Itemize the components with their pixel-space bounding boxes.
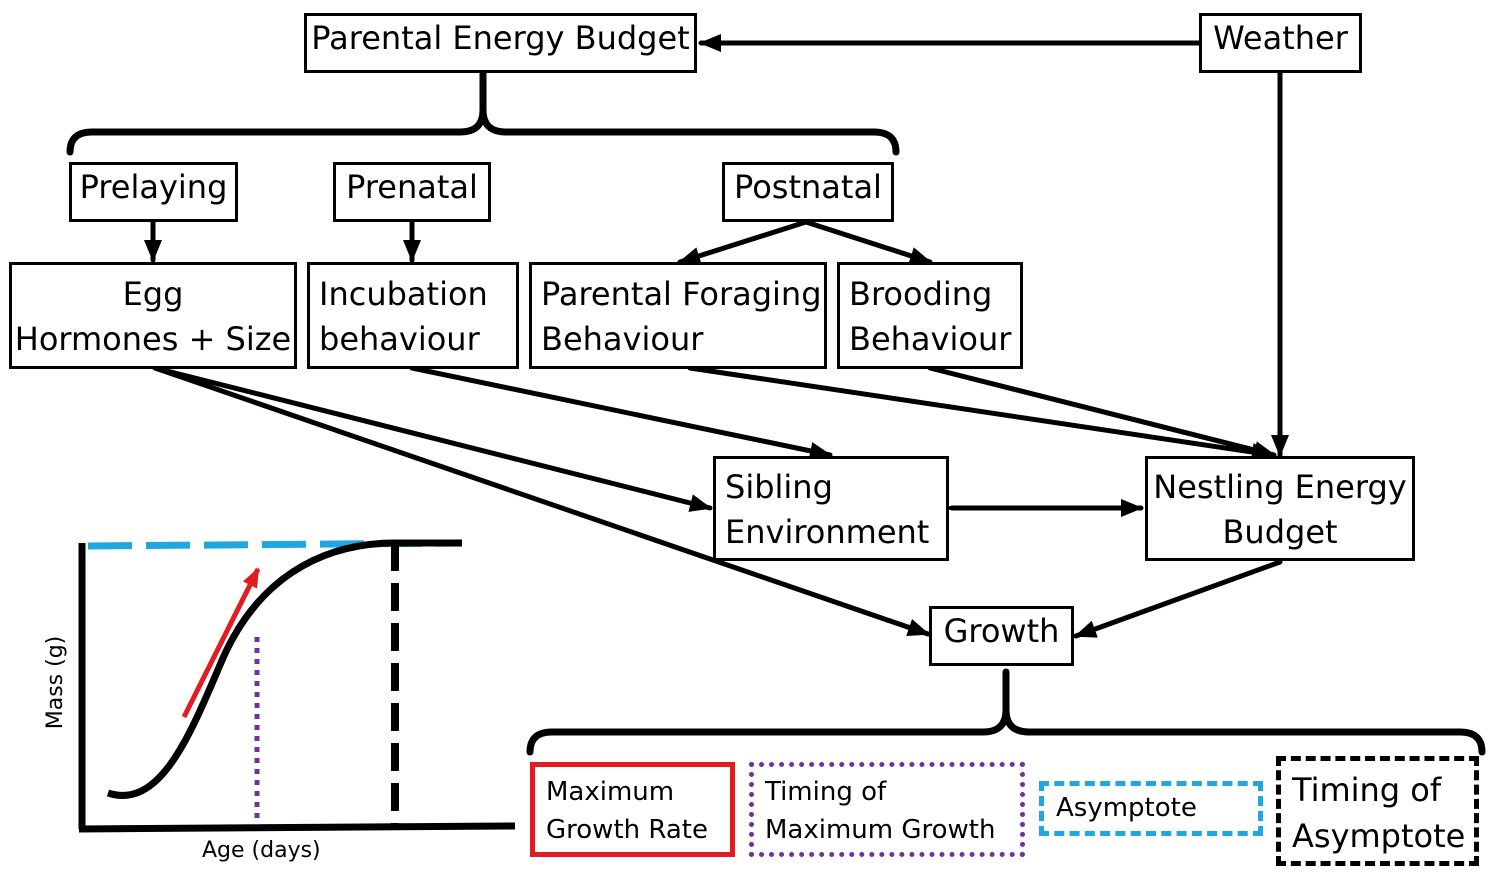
arrow-nestling-to-growth (1073, 559, 1283, 639)
weather-label: Weather (1213, 19, 1348, 57)
arrow-postnatal-to-brooding (803, 219, 933, 265)
nestling-energy-budget-label-line2: Budget (1222, 513, 1338, 551)
parental-energy-budget-label: Parental Energy Budget (311, 19, 690, 57)
nestling-energy-budget-box: Nestling Energy Budget (1145, 456, 1415, 561)
inset-growth-curve (106, 539, 462, 799)
egg-label-line1: Egg (122, 275, 184, 313)
timing-of-asymptote-label-line2: Asymptote (1292, 817, 1466, 855)
timing-of-maximum-growth-label-line2: Maximum Growth (765, 815, 996, 845)
inset-growth-chart (78, 539, 516, 833)
incubation-label-line1: Incubation (319, 275, 488, 313)
parental-foraging-label-line1: Parental Foraging (541, 275, 822, 313)
arrow-postnatal-to-foraging (677, 219, 809, 265)
arrow-incubation-to-sibling (409, 365, 833, 460)
sibling-environment-label-line2: Environment (725, 513, 930, 551)
postnatal-box: Postnatal (722, 162, 894, 222)
incubation-box: Incubation behaviour (307, 262, 519, 369)
prelaying-box: Prelaying (69, 162, 238, 222)
arrow-foraging-to-nestling (687, 365, 1275, 461)
timing-of-asymptote-label-line1: Timing of (1292, 771, 1442, 809)
sibling-environment-box: Sibling Environment (713, 456, 949, 561)
prelaying-label: Prelaying (79, 168, 228, 206)
arrow-egg-to-sibling (152, 365, 713, 512)
egg-box: Egg Hormones + Size (9, 262, 297, 369)
maximum-growth-rate-box: Maximum Growth Rate (530, 762, 735, 857)
maximum-growth-rate-label-line1: Maximum (546, 777, 675, 807)
maximum-growth-rate-label-line2: Growth Rate (546, 815, 708, 845)
prenatal-label: Prenatal (346, 168, 478, 206)
brooding-box: Brooding Behaviour (837, 262, 1023, 369)
nestling-energy-budget-label-line1: Nestling Energy (1153, 468, 1407, 506)
timing-of-asymptote-box: Timing of Asymptote (1276, 756, 1479, 866)
brace-growth (526, 668, 1486, 756)
inset-max-growth-rate-arrow (181, 567, 261, 719)
incubation-label-line2: behaviour (319, 320, 480, 358)
timing-of-maximum-growth-box: Timing of Maximum Growth (749, 762, 1025, 857)
weather-box: Weather (1199, 13, 1362, 73)
inset-x-axis (78, 822, 516, 833)
inset-x-axis-label: Age (days) (202, 838, 321, 863)
arrow-egg-to-growth (152, 365, 931, 637)
inset-y-axis-label: Mass (g) (43, 635, 68, 730)
sibling-environment-label-line1: Sibling (725, 468, 833, 506)
asymptote-label: Asymptote (1056, 793, 1197, 823)
growth-label: Growth (943, 612, 1060, 650)
brooding-label-line2: Behaviour (849, 320, 1012, 358)
brace-parental-budget (66, 69, 900, 156)
egg-label-line2: Hormones + Size (14, 320, 292, 358)
parental-foraging-box: Parental Foraging Behaviour (529, 262, 827, 369)
asymptote-box: Asymptote (1039, 781, 1263, 836)
brooding-label-line1: Brooding (849, 275, 993, 313)
timing-of-maximum-growth-label-line1: Timing of (765, 777, 887, 807)
postnatal-label: Postnatal (734, 168, 882, 206)
parental-energy-budget-box: Parental Energy Budget (304, 13, 697, 73)
parental-foraging-label-line2: Behaviour (541, 320, 704, 358)
growth-box: Growth (929, 606, 1074, 666)
arrow-brooding-to-nestling (927, 365, 1277, 459)
prenatal-box: Prenatal (333, 162, 491, 222)
